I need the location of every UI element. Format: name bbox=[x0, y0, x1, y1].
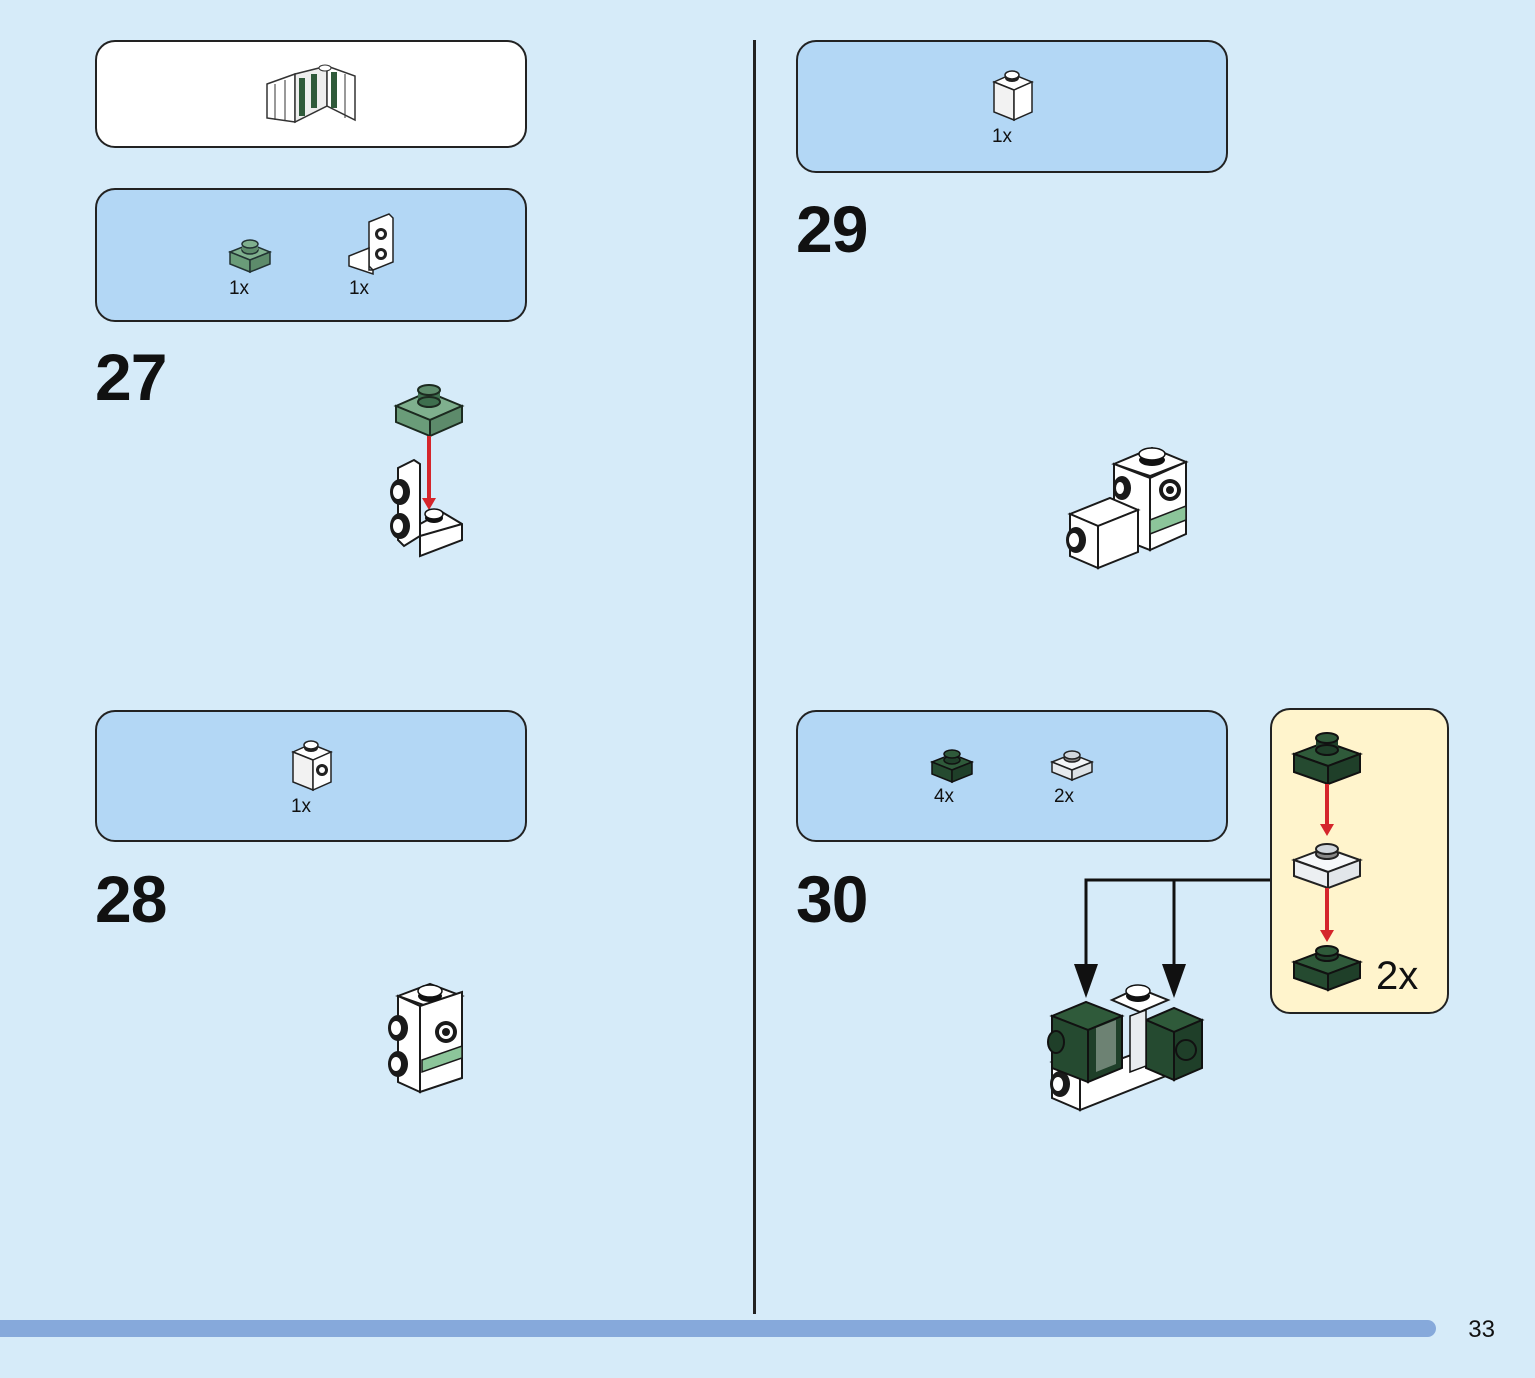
step-number: 30 bbox=[796, 862, 868, 936]
green-plate-icon bbox=[227, 239, 273, 274]
transparent-plate-icon bbox=[1049, 750, 1095, 782]
white-brick-icon bbox=[992, 70, 1034, 122]
step-29-parts-box: 1x bbox=[796, 40, 1228, 173]
part-qty: 1x bbox=[228, 278, 250, 299]
page-divider bbox=[753, 40, 756, 1314]
part-qty: 1x bbox=[290, 796, 312, 817]
step-28-illustration bbox=[388, 982, 465, 1094]
step-number: 29 bbox=[796, 192, 868, 266]
step-27-parts-box: 1x 1x bbox=[95, 188, 527, 322]
step-number: 27 bbox=[95, 340, 167, 414]
step-30-parts-box: 4x 2x bbox=[796, 710, 1228, 842]
page-number: 33 bbox=[1468, 1316, 1495, 1343]
subassembly-multiplier: 2x bbox=[1376, 954, 1419, 998]
model-preview-icon bbox=[266, 64, 356, 124]
part-qty: 2x bbox=[1053, 786, 1075, 807]
subassembly-callout: 2x bbox=[1270, 708, 1449, 1014]
step-28-parts-box: 1x bbox=[95, 710, 527, 842]
subassembly-connector bbox=[1074, 878, 1270, 998]
step-29-illustration bbox=[1066, 446, 1189, 570]
step-27-illustration bbox=[390, 384, 465, 558]
step-number: 28 bbox=[95, 862, 167, 936]
white-bracket-icon bbox=[348, 213, 394, 276]
part-qty: 4x bbox=[933, 786, 955, 807]
white-brick-stud-icon bbox=[291, 740, 333, 792]
model-preview-box bbox=[95, 40, 527, 148]
step-30-illustration bbox=[1047, 984, 1205, 1112]
dark-green-plate-icon bbox=[929, 749, 975, 784]
page-progress-bar bbox=[0, 1320, 1436, 1337]
subassembly-stack bbox=[1291, 732, 1363, 992]
part-qty: 1x bbox=[991, 126, 1013, 147]
part-qty: 1x bbox=[348, 278, 370, 299]
